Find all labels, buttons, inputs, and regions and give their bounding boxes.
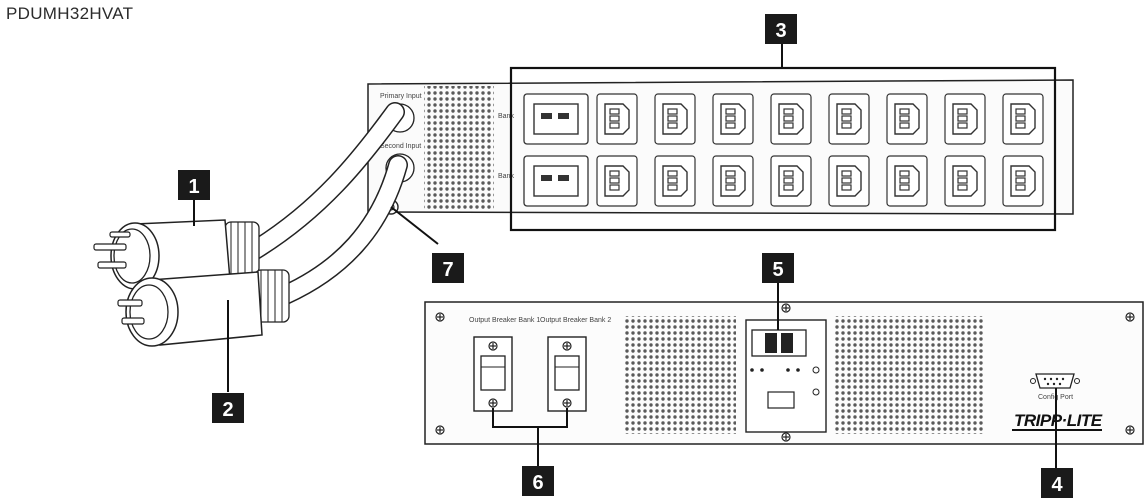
- svg-text:3: 3: [775, 20, 786, 42]
- leader-lines: [193, 40, 1057, 470]
- breaker-panel: Output Breaker Bank 1 Output Breaker Ban…: [424, 301, 1144, 445]
- serial-port-icon: [1030, 373, 1080, 389]
- brand-logo: TRIPP·LITE: [1014, 411, 1103, 430]
- callout-4: 4: [1041, 468, 1073, 498]
- secondary-input-label: Second Input: [380, 143, 421, 150]
- outlet-c19-bank1: [523, 93, 589, 145]
- breaker-bank-2-label: Output Breaker Bank 2: [540, 317, 611, 324]
- bank-label-1: Bank: [498, 113, 514, 120]
- svg-text:5: 5: [772, 259, 783, 281]
- vent-grille-right: [834, 316, 984, 434]
- bank-label-2: Bank: [498, 173, 514, 180]
- callout-6: 6: [522, 466, 554, 496]
- outlet-c19-bank2: [523, 155, 589, 207]
- callout-5: 5: [762, 253, 794, 283]
- primary-input-label: Primary Input: [380, 93, 422, 100]
- svg-text:6: 6: [532, 472, 543, 494]
- callout-2: 2: [212, 393, 244, 423]
- callout-7: 7: [432, 253, 464, 283]
- breaker-bank-1-label: Output Breaker Bank 1: [469, 317, 540, 324]
- breaker-bank-2-icon: [547, 336, 587, 412]
- outlet-panel: Primary Input Second Input Bank Bank: [367, 66, 1074, 232]
- svg-text:2: 2: [222, 399, 233, 421]
- svg-text:7: 7: [442, 259, 453, 281]
- callout-1: 1: [178, 170, 210, 200]
- svg-text:4: 4: [1051, 474, 1063, 496]
- vent-grille: [424, 86, 494, 210]
- breaker-bank-1-icon: [473, 336, 513, 412]
- transfer-switch-module: [745, 319, 827, 433]
- vent-grille-left: [624, 316, 736, 434]
- svg-text:1: 1: [188, 176, 199, 198]
- input-cables: [245, 102, 408, 305]
- plug-secondary-icon: [117, 269, 290, 347]
- plug-primary-icon: [93, 219, 260, 290]
- callout-3: 3: [765, 14, 797, 44]
- model-title: PDUMH32HVAT: [6, 4, 134, 23]
